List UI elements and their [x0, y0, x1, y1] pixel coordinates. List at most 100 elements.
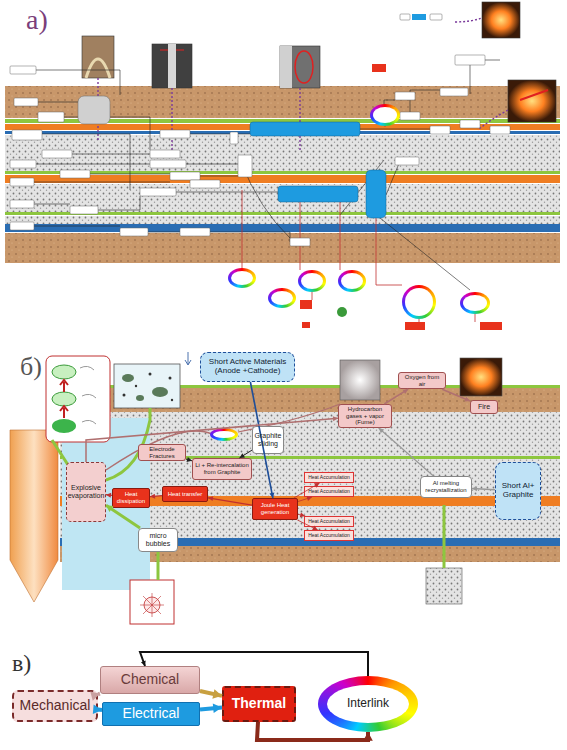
- connector: [106, 505, 140, 528]
- heat-box: Heat Accumulation: [304, 530, 354, 541]
- interlink-ring: [338, 270, 366, 292]
- wires-a: [42, 134, 130, 190]
- connector: [106, 493, 112, 498]
- connector-lines-a: [419, 319, 420, 322]
- highlight-boxes-a: [278, 186, 358, 202]
- wires-a: [98, 196, 140, 210]
- layer-bands-a: [5, 233, 560, 263]
- arrow-head: [333, 416, 338, 421]
- arrow-head: [363, 732, 373, 741]
- connector: [90, 691, 100, 700]
- process-boxes-a: [238, 155, 252, 177]
- process-boxes-a: [395, 157, 419, 165]
- photo-insets-a: [82, 36, 114, 78]
- interlink-ring: [268, 288, 296, 308]
- connector-lines-a: [475, 314, 476, 322]
- node-text: Chemical: [121, 672, 179, 687]
- heat-box: Heat dissipation: [112, 488, 150, 508]
- highlight-boxes-a: [250, 122, 360, 136]
- node-text: Oxygen from air: [401, 374, 443, 387]
- photo-insets-a: [160, 50, 184, 51]
- wires-a: [36, 164, 150, 165]
- connector: [298, 496, 312, 501]
- highlight-boxes-a: [250, 14, 502, 330]
- arrow-head: [90, 691, 100, 700]
- process-boxes-a: [12, 130, 42, 140]
- photo-insets-a: [280, 46, 292, 88]
- inset-sketches-b: [171, 399, 173, 401]
- wires-a: [34, 204, 70, 205]
- connector: [140, 652, 368, 676]
- interlink-ring: [210, 428, 238, 441]
- node-text: Electrode Fractures: [141, 446, 183, 459]
- heat-box: Heat Accumulation: [304, 472, 354, 483]
- inset-sketches-b: [136, 395, 144, 401]
- node-text: Electrical: [123, 706, 180, 721]
- domain-box: Chemical: [100, 666, 200, 694]
- process-box: Al melting recrystallization: [420, 476, 472, 498]
- flow-lines-b: [52, 404, 444, 580]
- process-boxes-a: [70, 206, 98, 214]
- highlight-boxes-a: [366, 170, 386, 218]
- node-text: Graphite sliding: [255, 432, 282, 447]
- connector-line: [208, 498, 252, 505]
- process-boxes-a: [160, 130, 190, 138]
- connector-line: [98, 708, 102, 712]
- heat-box: Heat Accumulation: [304, 486, 354, 497]
- arrow-head: [213, 703, 222, 713]
- node-text: Explosive evaporation: [68, 484, 105, 499]
- wires-a: [72, 154, 150, 155]
- connector-lines-a: [376, 218, 402, 285]
- process-boxes-a: [10, 66, 36, 74]
- interlink-ring: [460, 292, 490, 314]
- connector: [298, 512, 305, 517]
- heat-box: Joule Heat generation: [252, 498, 298, 520]
- process-boxes-a: [10, 160, 36, 168]
- connector: [200, 689, 222, 698]
- connector: [442, 389, 470, 401]
- process-boxes-a: [455, 55, 485, 65]
- wires-a: [210, 232, 290, 242]
- connector-line: [98, 692, 100, 697]
- process-box: Fire: [470, 400, 498, 414]
- layer-bands-a: [5, 216, 560, 224]
- node-text: Heat transfer: [168, 491, 203, 498]
- process-box: Li + Re-intercalation from Graphite: [192, 458, 252, 480]
- process-box: Graphite sliding: [252, 426, 284, 454]
- node-text: Short Active Materials (Anode +Cathode): [203, 358, 292, 376]
- node-text: Heat Accumulation: [308, 489, 350, 495]
- highlight-boxes-a: [372, 64, 386, 72]
- leader-lines-a: [98, 18, 508, 160]
- process-boxes-a: [460, 120, 480, 128]
- inset-sketches-b: [140, 593, 164, 617]
- domain-box: Thermal: [222, 686, 296, 722]
- inset-sketches-b: [135, 385, 137, 387]
- connector-line: [472, 488, 495, 489]
- connector-line: [200, 691, 222, 696]
- node-text: Heat Accumulation: [308, 475, 350, 481]
- connector: [472, 486, 495, 491]
- wires-a: [484, 60, 500, 61]
- photo-insets-a: [86, 59, 110, 78]
- connector-line: [106, 505, 140, 528]
- process-boxes-a: [170, 172, 200, 180]
- node-text: micro bubbles: [141, 532, 175, 547]
- connector: [297, 520, 317, 530]
- arrow-head: [312, 526, 318, 530]
- connector-line: [294, 483, 320, 498]
- flow-lines-b: [157, 552, 160, 580]
- node-text: Fire: [478, 403, 490, 411]
- connector: [239, 450, 252, 458]
- process-boxes-a: [230, 132, 238, 144]
- process-boxes-a: [10, 222, 34, 230]
- fault-box: Short Active Materials (Anode +Cathode): [200, 352, 295, 382]
- wires-a: [360, 129, 430, 130]
- process-boxes-a: [400, 14, 410, 20]
- wires-a: [34, 182, 170, 183]
- photo-insets-a: [482, 2, 520, 38]
- wires-a: [34, 226, 120, 227]
- process-boxes-a: [490, 126, 510, 134]
- process-boxes-a: [190, 180, 220, 188]
- inset-sketches-b: [460, 358, 502, 396]
- inset-sketches-b: [426, 568, 462, 604]
